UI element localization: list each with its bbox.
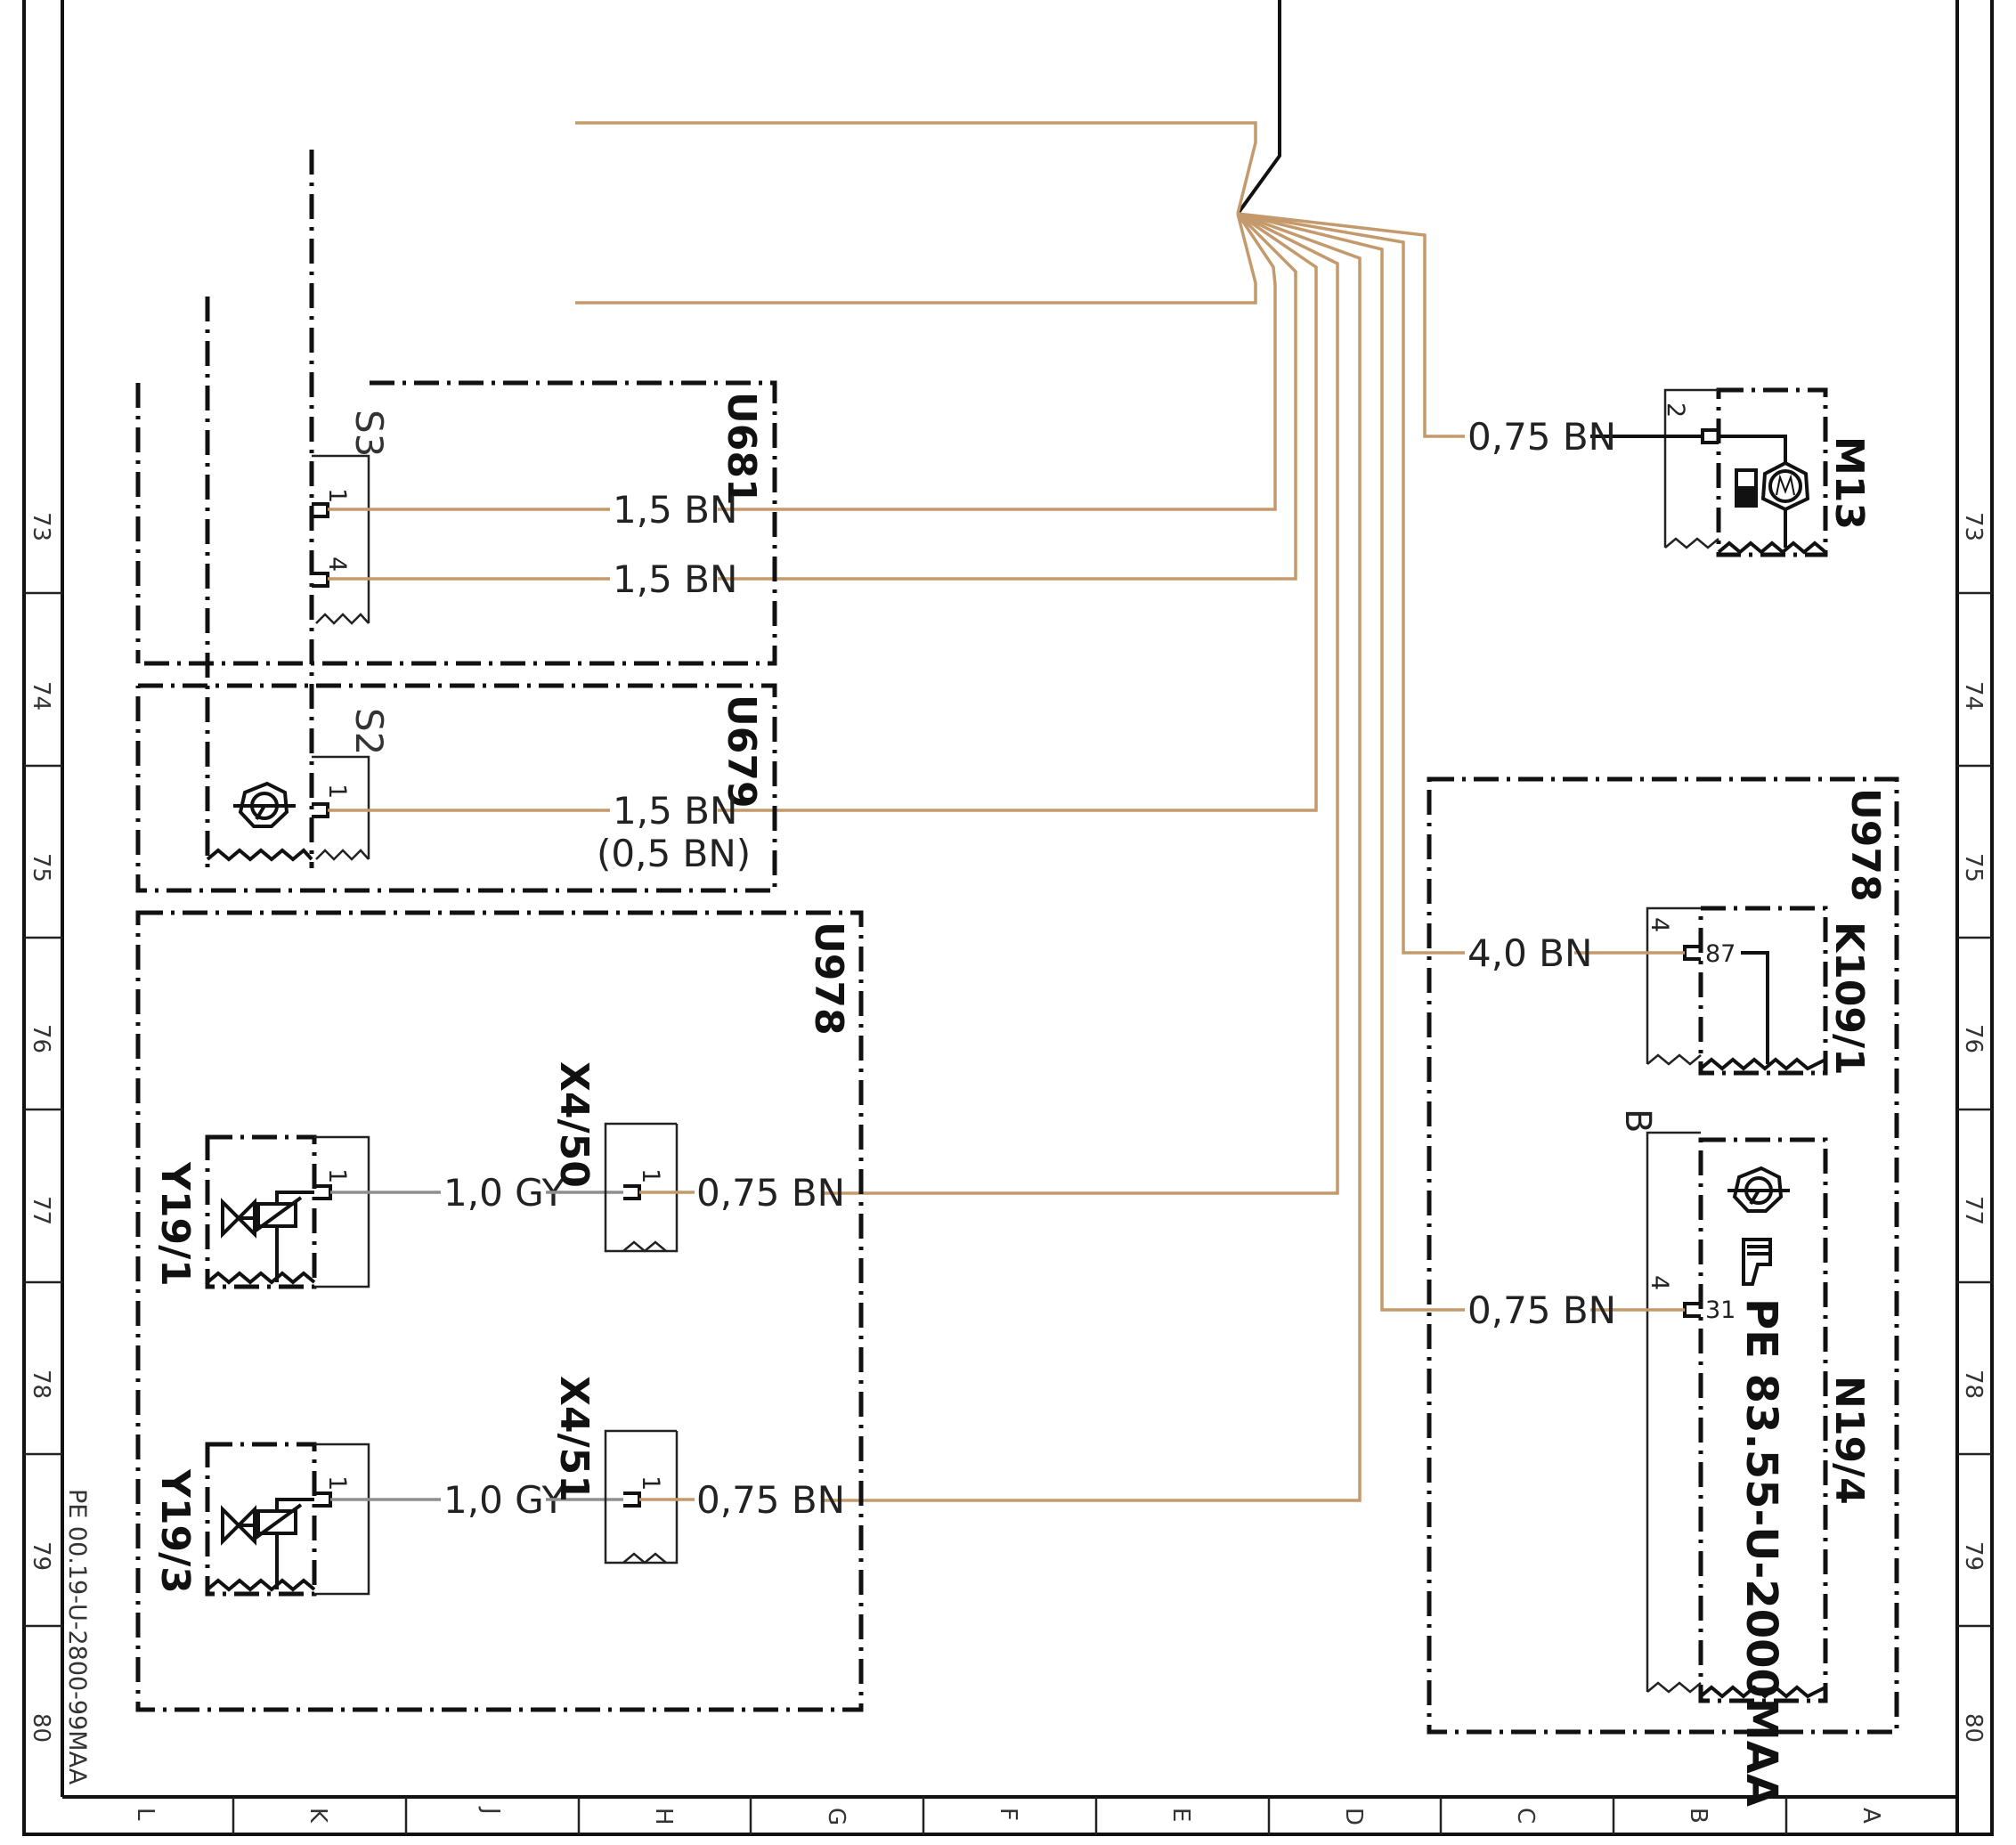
s3-label: S3 [347,410,391,457]
x4-51-label: X4/51 [551,1376,597,1502]
wire-label-x4-51-bn: 0,75 BN [696,1478,845,1522]
n19-4-pin: 4 [1646,1275,1673,1290]
col-label-G: G [823,1808,849,1825]
wire-label-s3-pin1: 1,5 BN [613,488,737,532]
wire-label-y19-3-gy: 1,0 GY [443,1478,565,1522]
n19-4-label: N19/4 [1826,1376,1872,1505]
col-label-J: J [477,1806,504,1815]
u681-module: U681 [138,380,777,666]
row-ticks [24,591,1992,1628]
x4-51-connector[interactable]: X4/51 1 [551,1376,695,1565]
pressure-sensor-icon [1727,1166,1790,1213]
n19-4-connector-label: B [1617,1109,1658,1133]
s2-pin-1: 1 [323,784,351,799]
u978-left-module: U978 [135,910,864,1712]
col-label-H: H [650,1808,677,1825]
u679-label: U679 [719,695,764,809]
x4-51-pin: 1 [637,1475,664,1491]
row-label-80-right: 80 [1960,1713,1987,1743]
splice-fanout [718,212,1465,1502]
row-label-75: 75 [28,853,54,882]
row-label-73: 73 [28,512,54,541]
u679-module: U679 [135,683,777,893]
row-labels-right: 73 74 75 76 77 78 79 80 [1960,512,1987,1743]
x4-50-pin: 1 [637,1168,664,1183]
column-ticks [232,1797,1788,1834]
motor-icon [1719,435,1810,548]
m13-label: M13 [1826,436,1872,530]
n19-4-contact: 31 [1705,1296,1736,1324]
col-label-C: C [1512,1808,1539,1824]
wire-label-m13-bn: 0,75 BN [1467,415,1616,459]
k109-1-relay[interactable]: K109/1 4 87 [1574,906,1872,1076]
k109-1-label: K109/1 [1826,922,1872,1076]
x4-50-label: X4/50 [551,1061,597,1188]
u978-right-label: U978 [1842,788,1888,902]
y19-1-label: Y19/1 [152,1161,198,1287]
row-label-74-right: 74 [1960,681,1987,711]
y19-1-pin: 1 [323,1168,351,1183]
col-label-B: B [1685,1808,1711,1824]
col-label-K: K [305,1808,331,1824]
left-boundaries [135,150,314,868]
pressure-sensor-icon [233,781,296,828]
row-label-79-right: 79 [1960,1541,1987,1571]
wire-label-s2-pin1: 1,5 BN [613,789,737,833]
wire-label-s2-pin1-alt: (0,5 BN) [597,832,751,875]
u978-right-module: U978 [1427,776,1899,1735]
wire-label-k109-bn: 4,0 BN [1467,931,1592,975]
row-label-77-right: 77 [1960,1196,1987,1225]
s2-label: S2 [347,708,391,755]
k109-1-pin: 4 [1646,917,1673,932]
n19-4-control-unit[interactable]: B N19/4 4 31 PE 83.55-U-2000MAA [1590,1109,1872,1807]
u681-label: U681 [719,392,764,506]
y19-1-valve[interactable]: Y19/1 1 [152,1134,441,1289]
col-label-A: A [1857,1808,1884,1824]
wire-label-x4-50-bn: 0,75 BN [696,1171,845,1215]
solenoid-valve-icon [221,1498,314,1589]
k109-1-contact: 87 [1705,940,1736,968]
m13-pin: 2 [1662,402,1689,418]
col-label-D: D [1340,1808,1367,1825]
row-label-73-right: 73 [1960,512,1987,541]
s3-switch[interactable]: S3 1 4 [312,410,610,625]
m13-motor[interactable]: M13 2 [1590,387,1872,557]
row-labels-left: 73 74 75 76 77 78 79 80 [28,512,54,1743]
col-label-L: L [132,1808,159,1821]
row-label-74: 74 [28,681,54,711]
drawing-frame [22,0,1994,1836]
s3-pin-4: 4 [323,557,351,572]
row-label-78: 78 [28,1370,54,1399]
document-code: PE 00.19-U-2800-99MAA [63,1489,91,1785]
column-labels: L K J H G F E D C B A [132,1806,1884,1825]
n19-4-reference: PE 83.55-U-2000MAA [1736,1298,1786,1807]
solenoid-valve-icon [221,1191,314,1282]
row-label-75-right: 75 [1960,853,1987,882]
row-label-80: 80 [28,1713,54,1743]
wire-label-y19-1-gy: 1,0 GY [443,1171,565,1215]
hand-pointer-icon [1742,1238,1772,1286]
bundle-trunk [575,0,1281,305]
row-label-79: 79 [28,1541,54,1571]
col-label-E: E [1167,1808,1194,1822]
y19-3-pin: 1 [323,1475,351,1491]
wire-label-n19-bn: 0,75 BN [1467,1288,1616,1332]
y19-3-valve[interactable]: Y19/3 1 [152,1442,441,1597]
s3-pin-1: 1 [323,488,351,503]
row-label-76-right: 76 [1960,1024,1987,1053]
s2-sensor[interactable]: S2 1 [206,708,610,862]
u978-left-label: U978 [806,922,851,1036]
row-label-77: 77 [28,1196,54,1225]
x4-50-connector[interactable]: X4/50 1 [551,1061,695,1253]
row-label-78-right: 78 [1960,1370,1987,1399]
col-label-F: F [995,1808,1021,1821]
y19-3-label: Y19/3 [152,1468,198,1594]
wire-label-s3-pin4: 1,5 BN [613,557,737,601]
row-label-76: 76 [28,1024,54,1053]
